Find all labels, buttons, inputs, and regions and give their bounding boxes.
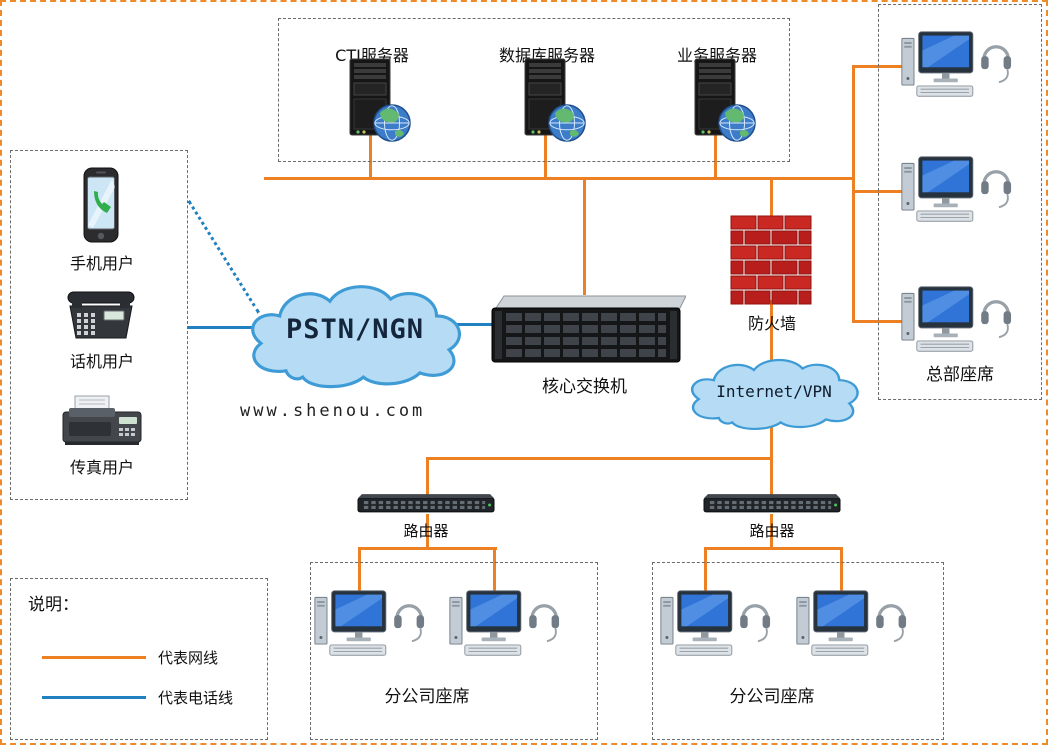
branch-right-workstation-1: [659, 586, 771, 661]
legend-title: 说明：: [28, 595, 79, 615]
branch-left-workstation-2: [448, 586, 560, 661]
workstation-icon: [795, 586, 907, 661]
router-right-label: 路由器: [749, 522, 795, 540]
database-server-label: 数据库服务器: [498, 46, 595, 65]
router-left-label: 路由器: [403, 522, 449, 540]
network-line-router-left-drop: [426, 457, 429, 497]
hq-workstation-3: [900, 282, 1012, 357]
desk-phone-label: 话机用户: [69, 352, 134, 371]
legend-box: [10, 578, 268, 740]
network-line-right-ws2-drop: [840, 547, 843, 592]
mobile-phone-icon: [72, 167, 130, 245]
server-icon: [516, 58, 586, 144]
router-left-node: [357, 492, 495, 516]
branch-left-label: 分公司座席: [384, 687, 470, 707]
firewall-node: [729, 214, 813, 306]
network-line-router-right-drop: [770, 457, 773, 497]
mobile-user-label: 手机用户: [69, 254, 134, 273]
firewall-label: 防火墙: [747, 314, 796, 333]
desk-phone-icon: [62, 286, 140, 344]
workstation-icon: [900, 27, 1012, 102]
workstation-icon: [900, 282, 1012, 357]
workstation-icon: [900, 152, 1012, 227]
fax-label: 传真用户: [69, 458, 134, 477]
network-line-left-ws-split: [358, 547, 497, 550]
network-line-right-ws-split: [704, 547, 843, 550]
desk-phone-node: [62, 286, 140, 344]
network-line-router-right-down: [770, 514, 773, 550]
network-line-firewall-to-vpn: [770, 300, 773, 370]
network-line-cti-drop: [369, 134, 372, 179]
legend-network-swatch: [42, 656, 146, 659]
network-line-hq-stub-1: [852, 65, 908, 68]
internet-vpn-label: Internet/VPN: [716, 382, 832, 401]
workstation-icon: [313, 586, 425, 661]
hq-seats-box: [878, 4, 1042, 400]
network-line-db-drop: [544, 134, 547, 179]
hq-workstation-2: [900, 152, 1012, 227]
database-server-node: [516, 58, 586, 144]
core-switch-label: 核心交换机: [542, 377, 627, 397]
pstn-cloud-label: PSTN/NGN: [285, 314, 425, 345]
core-switch-icon: [490, 292, 686, 364]
branch-left-box: [310, 562, 598, 740]
user-group-box: [10, 150, 188, 500]
network-line-top-bus: [264, 177, 855, 180]
workstation-icon: [448, 586, 560, 661]
legend-phone-label: 代表电话线: [158, 689, 234, 707]
phone-line-pstn-to-switch: [450, 323, 494, 326]
watermark: www.shenou.com: [240, 401, 426, 421]
legend-phone-swatch: [42, 696, 146, 699]
fax-node: [59, 392, 145, 448]
mobile-user-node: [72, 167, 130, 245]
network-line-hq-stub-3: [852, 320, 908, 323]
branch-right-box: [652, 562, 944, 740]
router-icon: [357, 492, 495, 516]
router-right-node: [703, 492, 841, 516]
network-line-left-ws1-drop: [358, 547, 361, 592]
business-server-node: [686, 58, 756, 144]
network-line-hq-stub-2: [852, 190, 908, 193]
server-icon: [341, 58, 411, 144]
router-icon: [703, 492, 841, 516]
network-line-left-ws2-drop: [493, 547, 496, 592]
network-line-branch-split: [426, 457, 773, 460]
network-line-switch-drop: [583, 177, 586, 295]
firewall-icon: [729, 214, 813, 306]
network-line-biz-drop: [714, 134, 717, 179]
branch-right-workstation-2: [795, 586, 907, 661]
hq-workstation-1: [900, 27, 1012, 102]
cti-server-node: [341, 58, 411, 144]
workstation-icon: [659, 586, 771, 661]
server-group-box: [278, 18, 790, 162]
network-line-router-left-down: [426, 514, 429, 550]
server-icon: [686, 58, 756, 144]
legend-network-label: 代表网线: [158, 649, 219, 667]
network-line-firewall-drop: [770, 177, 773, 222]
fax-machine-icon: [59, 392, 145, 448]
network-line-hq-vertical: [852, 65, 855, 323]
hq-seats-label: 总部座席: [926, 365, 994, 385]
branch-left-workstation-1: [313, 586, 425, 661]
core-switch-node: [490, 292, 686, 364]
network-line-right-ws1-drop: [704, 547, 707, 592]
phone-line-users-to-pstn: [188, 326, 260, 329]
network-line-vpn-down: [770, 422, 773, 460]
branch-right-label: 分公司座席: [729, 687, 815, 707]
